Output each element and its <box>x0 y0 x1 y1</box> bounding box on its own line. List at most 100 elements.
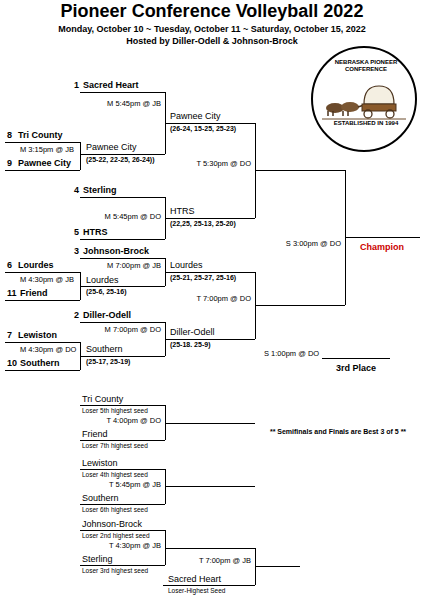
subtitle: Monday, October 10 ~ Tuesday, October 11… <box>58 24 365 34</box>
seed-note: Loser 7th highest seed <box>82 442 148 449</box>
place-label: Champion <box>360 242 404 252</box>
bracket-line <box>80 92 165 93</box>
seed-number: 4 <box>74 185 79 195</box>
seed-note: Loser 4th highest seed <box>82 471 148 478</box>
match-score: (25-17, 25-19) <box>86 358 130 366</box>
team-name: Tri County <box>82 394 123 404</box>
game-time: S 1:00pm @ DO <box>264 350 319 359</box>
game-time: T 7:00pm @ JB <box>199 557 251 566</box>
bracket-line <box>165 272 255 273</box>
winner-name: Southern <box>86 344 123 354</box>
match-score: (25-6, 25-16) <box>86 288 126 296</box>
seal-text: NEBRASKA PIONEER CONFERENCE <box>334 59 398 73</box>
seed-note: Loser-Highest Seed <box>168 587 225 594</box>
bracket-line <box>80 322 165 323</box>
team-name: Johnson-Brock <box>82 519 142 529</box>
team-name: Lewiston <box>18 330 57 340</box>
wagon-cover <box>364 86 394 104</box>
winner-name: Lourdes <box>170 260 203 270</box>
bracket-line <box>165 218 255 219</box>
bracket-line <box>322 358 390 359</box>
team-name: Diller-Odell <box>83 310 131 320</box>
match-score: (26-24, 15-25, 25-23) <box>170 125 236 133</box>
bracket-line <box>80 565 165 566</box>
seed-note: Loser 2nd highest seed <box>82 532 150 539</box>
bracket-line <box>165 339 255 340</box>
winner-name: Diller-Odell <box>170 327 215 337</box>
match-score: (25-18. 25-9) <box>170 341 210 349</box>
place-label: 3rd Place <box>336 363 376 373</box>
seed-number: 8 <box>7 130 12 140</box>
winner-name: HTRS <box>170 206 195 216</box>
seed-note: Loser 5th highest seed <box>82 407 148 414</box>
bracket-line <box>80 197 165 198</box>
logo-seal: NEBRASKA PIONEER CONFERENCEESTABLISHED I… <box>311 46 417 152</box>
wheel <box>364 110 372 118</box>
game-time: M 3:15pm @ JB <box>20 146 74 155</box>
seed-number: 11 <box>7 288 17 298</box>
covered-wagon <box>322 86 406 119</box>
ox-legs <box>328 111 348 116</box>
team-name: Pawnee City <box>18 158 71 168</box>
game-time: M 4:30pm @ DO <box>20 346 76 355</box>
team-name: Sterling <box>82 554 113 564</box>
seed-number: 2 <box>74 310 79 320</box>
team-name: Sterling <box>83 185 117 195</box>
game-time: T 4:00pm @ DO <box>106 417 161 426</box>
bracket-line <box>255 170 345 171</box>
team-name: Friend <box>82 429 108 439</box>
team-name: HTRS <box>83 227 108 237</box>
game-time: M 7:00pm @ DO <box>105 326 161 335</box>
team-name: Friend <box>20 288 48 298</box>
bracket-line <box>80 356 165 357</box>
bracket-line <box>5 170 80 171</box>
bracket-line <box>80 142 81 170</box>
ox <box>341 102 359 112</box>
bracket-line <box>80 405 165 406</box>
seed-note: Loser 6th highest seed <box>82 506 148 513</box>
bracket-line <box>165 423 255 424</box>
bracket-line <box>255 305 345 306</box>
bracket-line <box>165 123 255 124</box>
seed-number: 1 <box>74 80 79 90</box>
match-score: (25-22, 22-25, 26-24)) <box>86 156 154 164</box>
bracket-line <box>5 342 80 343</box>
bracket-line <box>345 237 420 238</box>
game-time: T 5:45pm @ JB <box>109 481 161 490</box>
game-time: M 5:45pm @ JB <box>107 100 161 109</box>
seed-number: 6 <box>7 260 12 270</box>
game-time: T 4:30pm @ JB <box>109 542 161 551</box>
seed-number: 5 <box>74 227 79 237</box>
team-name: Sacred Heart <box>83 80 139 90</box>
seed-number: 3 <box>74 246 79 256</box>
bracket-line <box>5 370 80 371</box>
game-time: T 7:00pm @ DO <box>196 295 251 304</box>
bracket-line <box>80 239 165 240</box>
game-time: M 5:45pm @ DO <box>105 213 161 222</box>
game-time: M 4:30pm @ JB <box>20 276 74 285</box>
bracket-line <box>80 469 165 470</box>
seed-number: 7 <box>7 330 12 340</box>
team-name: Sacred Heart <box>168 574 221 584</box>
game-time: S 3:00pm @ DO <box>286 240 341 249</box>
match-score: (25-21, 25-27, 25-16) <box>170 274 236 282</box>
bracket-line <box>5 300 80 301</box>
page-title: Pioneer Conference Volleyball 2022 <box>61 2 364 22</box>
bracket-line <box>80 286 165 287</box>
game-time: M 7:00pm @ JB <box>107 262 161 271</box>
match-score: (22,25, 25-13, 25-20) <box>170 220 236 228</box>
team-name: Lewiston <box>82 458 118 468</box>
team-name: Southern <box>82 493 119 503</box>
game-time: T 5:30pm @ DO <box>196 160 251 169</box>
seed-number: 9 <box>7 158 12 168</box>
bracket-line <box>163 585 255 586</box>
team-name: Tri County <box>18 130 63 140</box>
bracket-line <box>165 486 255 487</box>
bracket-line <box>5 142 80 143</box>
bracket-line <box>80 440 165 441</box>
bracket-line <box>165 548 255 549</box>
bracket-line <box>255 566 300 567</box>
subtitle: Hosted by Diller-Odell & Johnson-Brock <box>126 36 298 46</box>
bracket-line <box>5 272 80 273</box>
ground-line <box>322 119 406 120</box>
